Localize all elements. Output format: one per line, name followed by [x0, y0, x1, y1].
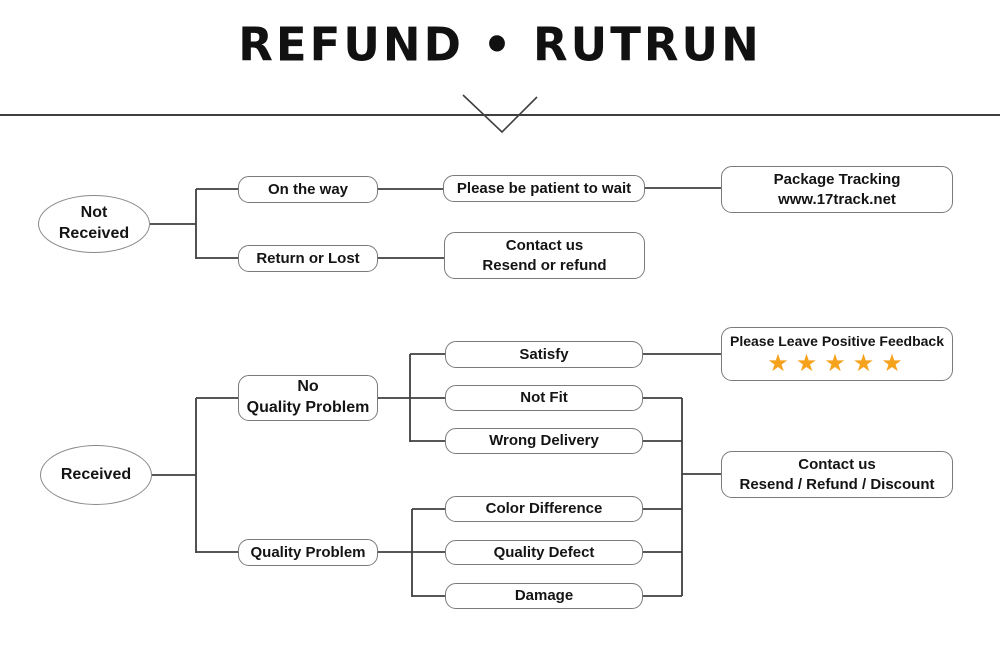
node-label: Return or Lost	[256, 249, 360, 267]
node-label: Received	[60, 465, 132, 483]
node-color-difference: Color Difference	[445, 496, 643, 522]
five-star-icons: ★★★★★	[767, 348, 910, 377]
node-damage: Damage	[445, 583, 643, 609]
chevron-down-icon	[462, 94, 538, 134]
node-quality-defect: Quality Defect	[445, 540, 643, 565]
node-label: On the way	[267, 180, 349, 198]
node-wrong-delivery: Wrong Delivery	[445, 428, 643, 454]
node-label: Contact us	[505, 237, 584, 254]
node-package-tracking: Package Tracking www.17track.net	[721, 166, 953, 213]
node-received: Received	[40, 445, 152, 505]
node-label: Wrong Delivery	[489, 432, 599, 450]
node-contact-resend: Contact us Resend or refund	[444, 232, 645, 279]
node-label: Package Tracking	[773, 171, 901, 188]
node-satisfy: Satisfy	[445, 341, 643, 368]
node-label: Please be patient to wait	[456, 179, 632, 197]
node-label: Not	[80, 204, 108, 222]
node-label: Received	[58, 225, 130, 242]
node-no-quality-problem: No Quality Problem	[238, 375, 378, 421]
node-label: Resend or refund	[482, 256, 607, 274]
node-label: Color Difference	[485, 500, 603, 518]
node-not-received: Not Received	[38, 195, 150, 253]
node-label: Quality Problem	[250, 543, 366, 561]
node-not-fit: Not Fit	[445, 385, 643, 411]
node-label: Quality Defect	[493, 543, 595, 561]
tracking-url: www.17track.net	[778, 190, 896, 208]
node-on-the-way: On the way	[238, 176, 378, 203]
node-label: Contact us	[798, 456, 876, 473]
node-label: Please Leave Positive Feedback	[729, 333, 944, 350]
node-label: Quality Problem	[246, 399, 370, 416]
node-label: Not Fit	[520, 389, 568, 407]
node-label: Damage	[514, 587, 574, 605]
node-label: No	[297, 378, 319, 396]
node-contact-discount: Contact us Resend / Refund / Discount	[721, 451, 953, 498]
page-title: REFUND • RUTRUN	[238, 17, 762, 72]
node-label: Resend / Refund / Discount	[739, 475, 935, 493]
node-label: Satisfy	[519, 345, 569, 363]
node-positive-feedback: Please Leave Positive Feedback ★★★★★	[721, 327, 953, 381]
node-be-patient: Please be patient to wait	[443, 175, 645, 202]
node-return-or-lost: Return or Lost	[238, 245, 378, 272]
node-quality-problem: Quality Problem	[238, 539, 378, 566]
